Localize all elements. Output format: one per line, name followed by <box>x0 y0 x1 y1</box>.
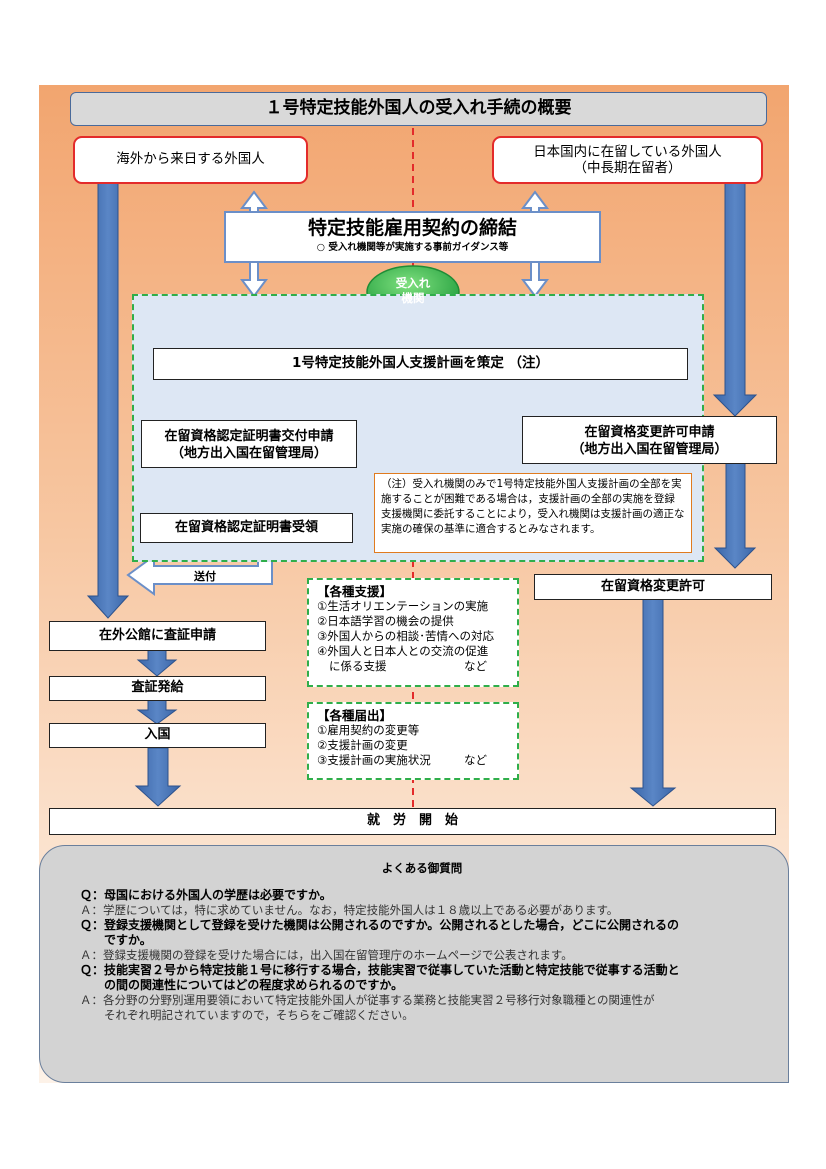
support-item-4: ④外国人と日本人との交流の促進 <box>317 644 489 658</box>
coe-receive-box: 在留資格認定証明書受領 <box>140 513 353 543</box>
contract-title: 特定技能雇用契約の締結 <box>307 217 517 239</box>
support-box: 【各種支援】 ①生活オリエンテーションの実施 ②日本語学習の機会の提供 ③外国人… <box>307 578 519 687</box>
coe-apply-box: 在留資格認定証明書交付申請 （地方出入国在留管理局） <box>141 420 357 468</box>
right-long-arrow <box>712 182 758 417</box>
origin-abroad-box: 海外から来日する外国人 <box>73 136 308 184</box>
support-etc: など <box>464 659 487 673</box>
contract-sub: ○ 受入れ機関等が実施する事前ガイダンス等 <box>316 242 509 253</box>
support-last-text: に係る支援 <box>329 659 387 673</box>
notification-box: 【各種届出】 ①雇用契約の変更等 ②支援計画の変更 ③支援計画の実施状況 など <box>307 702 519 780</box>
notify-item-1: ①雇用契約の変更等 <box>317 723 420 737</box>
faq-q3-cont: の間の関連性についてはどの程度求められるのですか。 <box>104 978 404 992</box>
change-apply-line2: （地方出入国在留管理局） <box>571 442 728 457</box>
badge-line1: 受入れ <box>395 276 431 290</box>
arrow-to-start-left <box>134 747 182 807</box>
faq-q1: Ｑ：母国における外国人の学歴は必要ですか。 <box>80 888 332 902</box>
arrow-to-start-right <box>629 597 677 807</box>
faq-q3: Ｑ：技能実習２号から特定技能１号に移行する場合，技能実習で従事していた活動と特定… <box>80 963 680 977</box>
faq-a3-cont: それぞれ明記されていますので，そちらをご確認ください。 <box>104 1008 414 1022</box>
coe-apply-line2: （地方出入国在留管理局） <box>170 446 327 461</box>
origin-domestic-line2: （中長期在留者） <box>573 160 682 176</box>
support-item-3: ③外国人からの相談･苦情への対応 <box>317 629 495 643</box>
faq-q2: Ｑ：登録支援機関として登録を受けた機関は公開されるのですか。公開されるとした場合… <box>80 918 680 932</box>
change-apply-line1: 在留資格変更許可申請 <box>584 425 715 440</box>
notify-etc: など <box>464 753 487 767</box>
support-plan-box: 1号特定技能外国人支援計画を策定 （注） <box>153 348 688 380</box>
origin-abroad-label: 海外から来日する外国人 <box>116 151 265 167</box>
support-heading: 【各種支援】 <box>317 584 393 599</box>
start-work-box: 就 労 開 始 <box>49 808 776 835</box>
contract-arrow-shape <box>224 211 601 263</box>
faq-a1: Ａ：学歴については，特に求めていません。なお，特定技能外国人は１８歳以上である必… <box>80 903 619 917</box>
note-box: （注）受入れ機関のみで1号特定技能外国人支援計画の全部を実施することが困難である… <box>374 473 692 553</box>
faq-a2: Ａ：登録支援機関の登録を受けた場合には，出入国在留管理庁のホームページで公表され… <box>80 948 573 962</box>
origin-domestic-box: 日本国内に在留している外国人 （中長期在留者） <box>492 136 763 184</box>
right-arrow-permit <box>713 461 757 569</box>
badge-text: 受入れ 機関 <box>367 276 459 306</box>
coe-apply-line1: 在留資格認定証明書交付申請 <box>164 429 334 444</box>
notify-item-2: ②支援計画の変更 <box>317 738 408 752</box>
origin-domestic-line1: 日本国内に在留している外国人 <box>533 144 722 160</box>
visa-issue-box: 査証発給 <box>49 676 266 701</box>
send-label: 送付 <box>194 570 216 583</box>
support-item-1: ①生活オリエンテーションの実施 <box>317 599 489 613</box>
faq-section: よくある御質問 Ｑ：母国における外国人の学歴は必要ですか。 Ａ：学歴については，… <box>39 845 789 1083</box>
support-item-last: に係る支援 など <box>317 659 509 674</box>
change-permit-box: 在留資格変更許可 <box>534 574 772 600</box>
arrow-to-visa-issue <box>136 649 178 677</box>
support-item-2: ②日本語学習の機会の提供 <box>317 614 454 628</box>
notify-heading: 【各種届出】 <box>317 708 393 723</box>
notify-item-3: ③支援計画の実施状況 など <box>317 753 509 768</box>
entry-box: 入国 <box>49 723 266 748</box>
faq-a3: Ａ：各分野の分野別運用要領において特定技能外国人が従事する業務と技能実習２号移行… <box>80 993 655 1007</box>
left-long-arrow <box>86 182 130 619</box>
faq-q2-cont: ですか。 <box>104 933 152 947</box>
change-apply-box: 在留資格変更許可申請 （地方出入国在留管理局） <box>522 416 777 464</box>
badge-line2: 機関 <box>401 291 425 305</box>
notify-last-text: ③支援計画の実施状況 <box>317 753 431 767</box>
arrow-to-entry <box>136 699 178 725</box>
visa-apply-box: 在外公館に査証申請 <box>49 621 266 651</box>
contract-box: 特定技能雇用契約の締結 ○ 受入れ機関等が実施する事前ガイダンス等 <box>225 214 600 254</box>
faq-title: よくある御質問 <box>381 861 463 875</box>
page-title: １号特定技能外国人の受入れ手続の概要 <box>70 92 767 126</box>
